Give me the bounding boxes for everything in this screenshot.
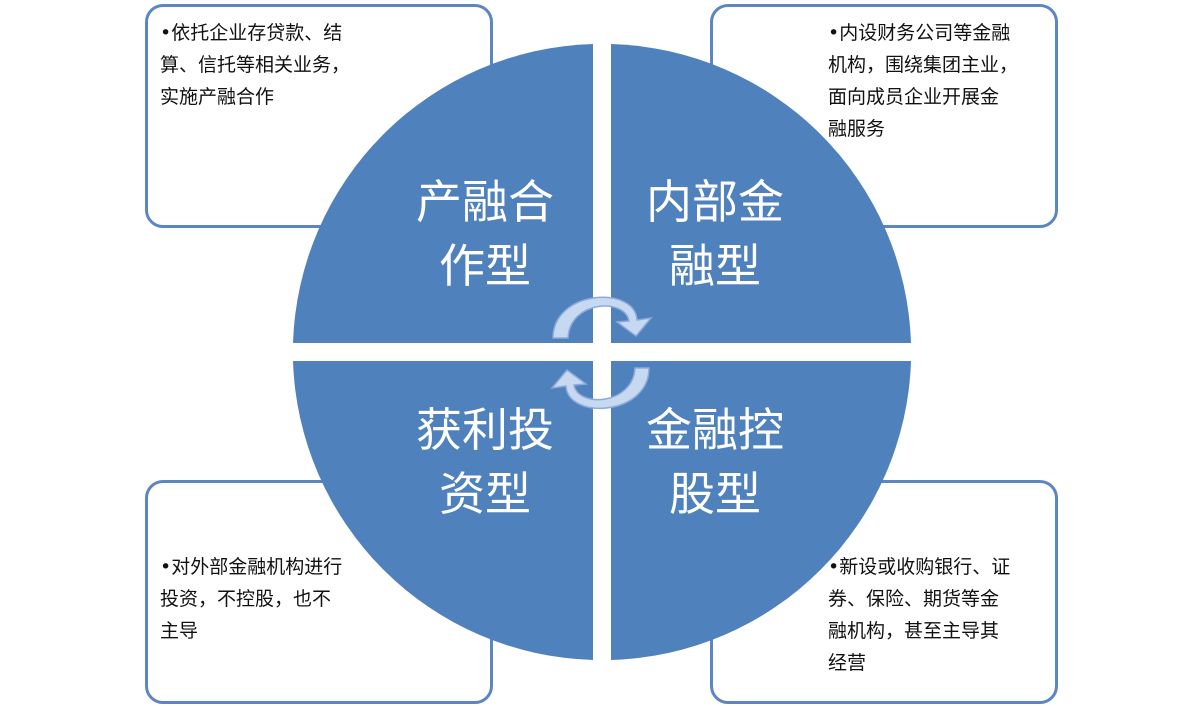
quadrant-label-line: 作型 [439,239,531,293]
quadrant-label-line: 获利投 [416,403,554,457]
callout-line: 算、信托等相关业务， [160,54,351,76]
callout-text: •依托企业存贷款、结 算、信托等相关业务， 实施产融合作 [160,17,350,113]
quadrant-label-bottom-left: 获利投 资型 [385,398,585,526]
quadrant-label-top-left: 产融合 作型 [385,170,585,298]
callout-line: 实施产融合作 [160,86,275,108]
callout-line: 面向成员企业开展金 [828,86,1000,108]
callout-line: 主导 [160,620,199,642]
callout-line: •依托企业存贷款、结 [160,22,343,44]
quadrant-bottom-right [611,361,911,660]
callout-line: 融机构，甚至主导其 [828,620,1000,642]
callout-line: •内设财务公司等金融 [828,22,1011,44]
quadrant-label-line: 股型 [669,467,761,521]
callout-line: 融服务 [828,118,886,140]
callout-line: •新设或收购银行、证 [828,556,1011,578]
quadrant-top-left [293,44,593,343]
cycle-arrow-bottom-icon [550,367,650,409]
quadrant-label-line: 金融控 [646,403,784,457]
quadrant-label-line: 内部金 [646,175,784,229]
callout-text: •新设或收购银行、证 券、保险、期货等金 融机构，甚至主导其 经营 [828,551,1010,679]
callout-line: 投资，不控股，也不 [160,588,332,610]
quadrant-label-top-right: 内部金 融型 [615,170,815,298]
quadrant-label-line: 融型 [669,239,761,293]
callout-line: 券、保险、期货等金 [828,588,1000,610]
quadrant-label-line: 产融合 [416,175,554,229]
quadrant-bottom-left [293,361,593,660]
quadrant-label-line: 资型 [439,467,531,521]
callout-line: •对外部金融机构进行 [160,556,343,578]
quadrant-top-right [611,44,911,343]
cycle-arrow-top-icon [552,296,653,339]
callout-text: •对外部金融机构进行 投资，不控股，也不 主导 [160,551,342,647]
callout-line: 机构，围绕集团主业， [828,54,1019,76]
callout-line: 经营 [828,652,867,674]
callout-text: •内设财务公司等金融 机构，围绕集团主业， 面向成员企业开展金 融服务 [828,17,1018,145]
quadrant-label-bottom-right: 金融控 股型 [615,398,815,526]
